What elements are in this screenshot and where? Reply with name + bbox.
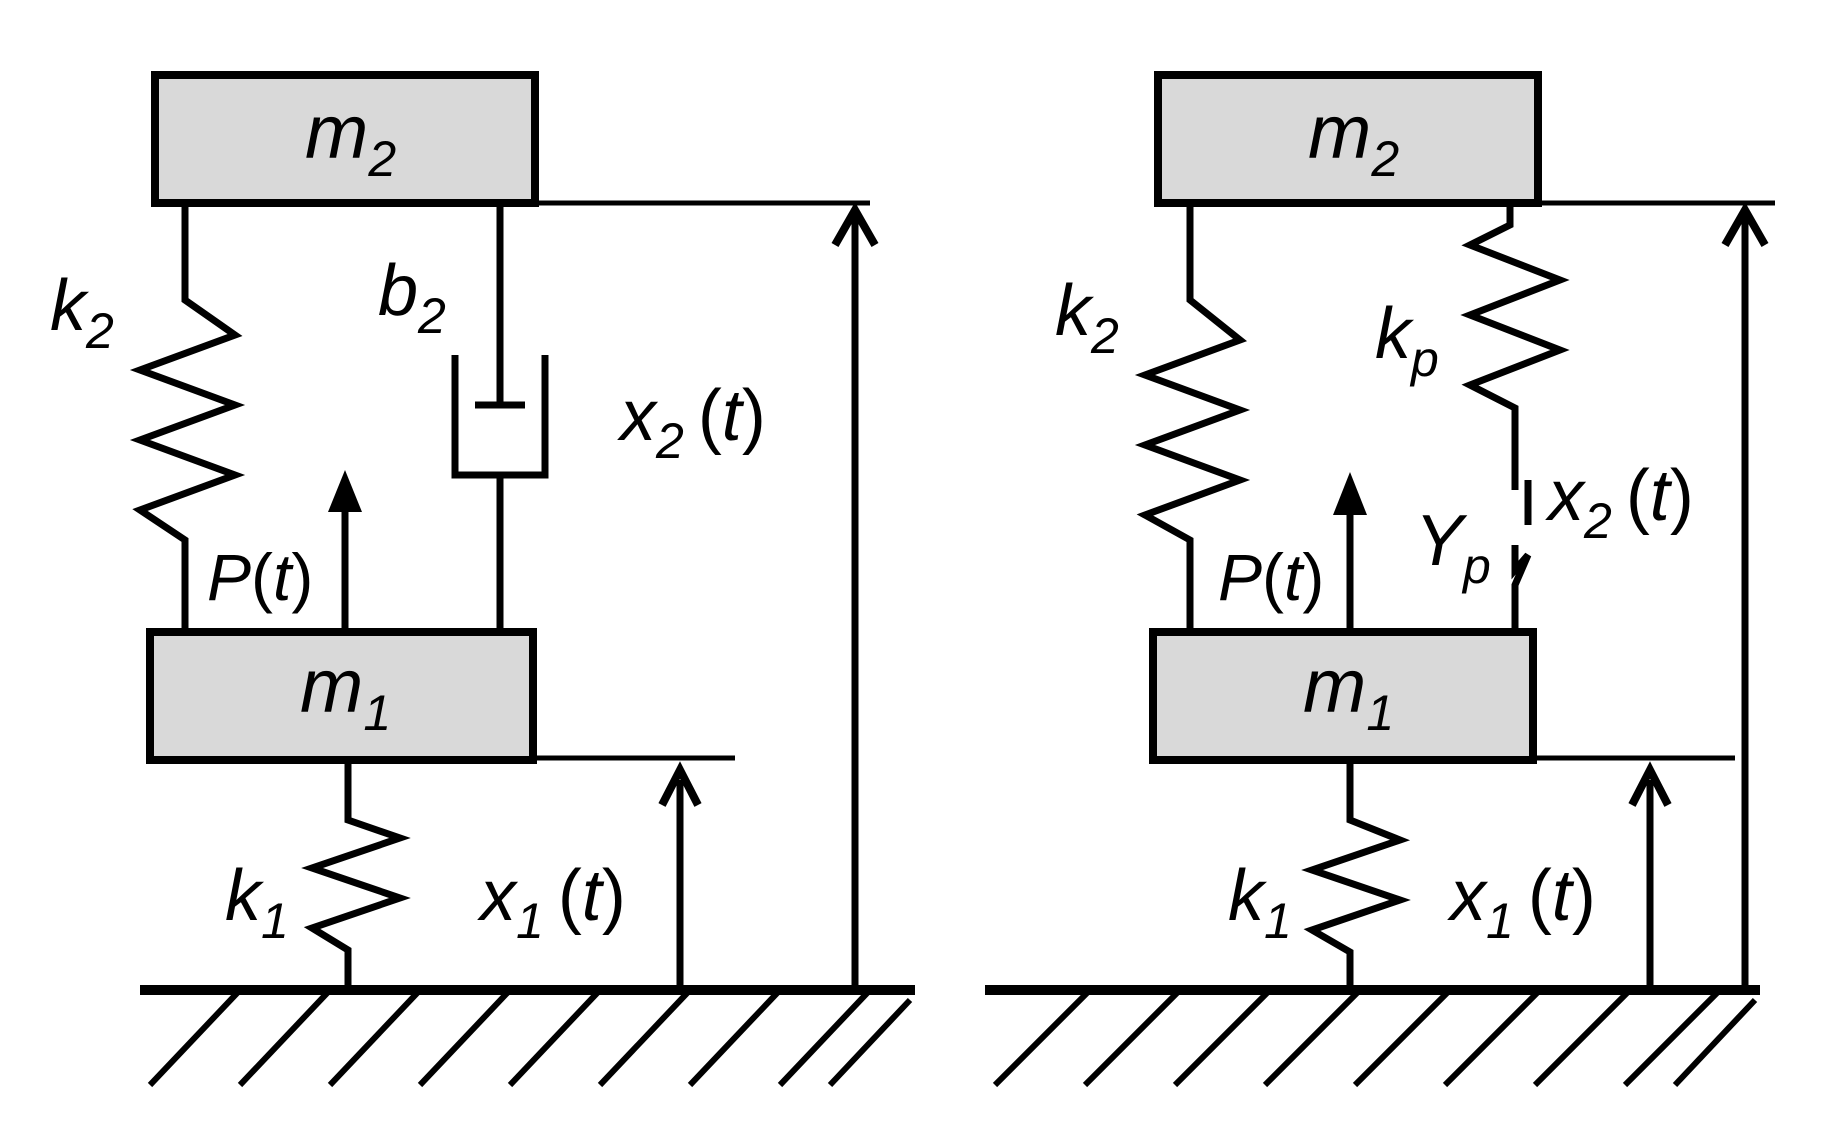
right-spring-kp (1460, 203, 1570, 490)
left-spring-k2 (129, 203, 246, 632)
left-x1-arrow (658, 761, 702, 990)
left-b2-label: b2 (378, 251, 446, 344)
right-slip-element-yp (1511, 480, 1532, 632)
right-x2-arrow (1721, 201, 1769, 990)
left-force-arrow (328, 470, 362, 632)
right-ground-hatch (992, 987, 1758, 1088)
right-m2-label: m2 (1308, 90, 1399, 187)
left-x2-arrow (831, 201, 879, 990)
left-damper-b2 (451, 203, 549, 632)
left-mass-m2 (151, 71, 539, 207)
right-yp-label: Yp (1415, 501, 1491, 594)
right-k1-label: k1 (1228, 856, 1292, 949)
left-k1-label: k1 (225, 856, 289, 949)
right-mass-m2 (1154, 71, 1542, 207)
right-panel (985, 71, 1775, 1088)
left-spring-k1 (301, 760, 411, 990)
left-m2-label: m2 (305, 90, 396, 187)
right-x1-arrow (1628, 761, 1672, 990)
left-x2-label: x2(t) (617, 376, 766, 469)
right-x1-label: x1(t) (1447, 856, 1596, 949)
left-m1-label: m1 (300, 644, 391, 741)
right-spring-k2 (1134, 203, 1251, 632)
left-x1-label: x1(t) (477, 856, 626, 949)
left-k2-label: k2 (50, 266, 114, 359)
left-ground-hatch (147, 987, 913, 1088)
right-force-arrow (1333, 472, 1367, 632)
right-p-label: P(t) (1218, 540, 1324, 614)
right-k2-label: k2 (1055, 271, 1119, 364)
right-kp-label: kp (1375, 294, 1439, 387)
right-mass-m1 (1149, 628, 1537, 764)
right-m1-label: m1 (1303, 644, 1394, 741)
right-spring-k1 (1301, 760, 1411, 990)
left-panel (129, 71, 915, 1088)
right-x2-label: x2(t) (1545, 456, 1694, 549)
left-p-label: P(t) (207, 540, 313, 614)
